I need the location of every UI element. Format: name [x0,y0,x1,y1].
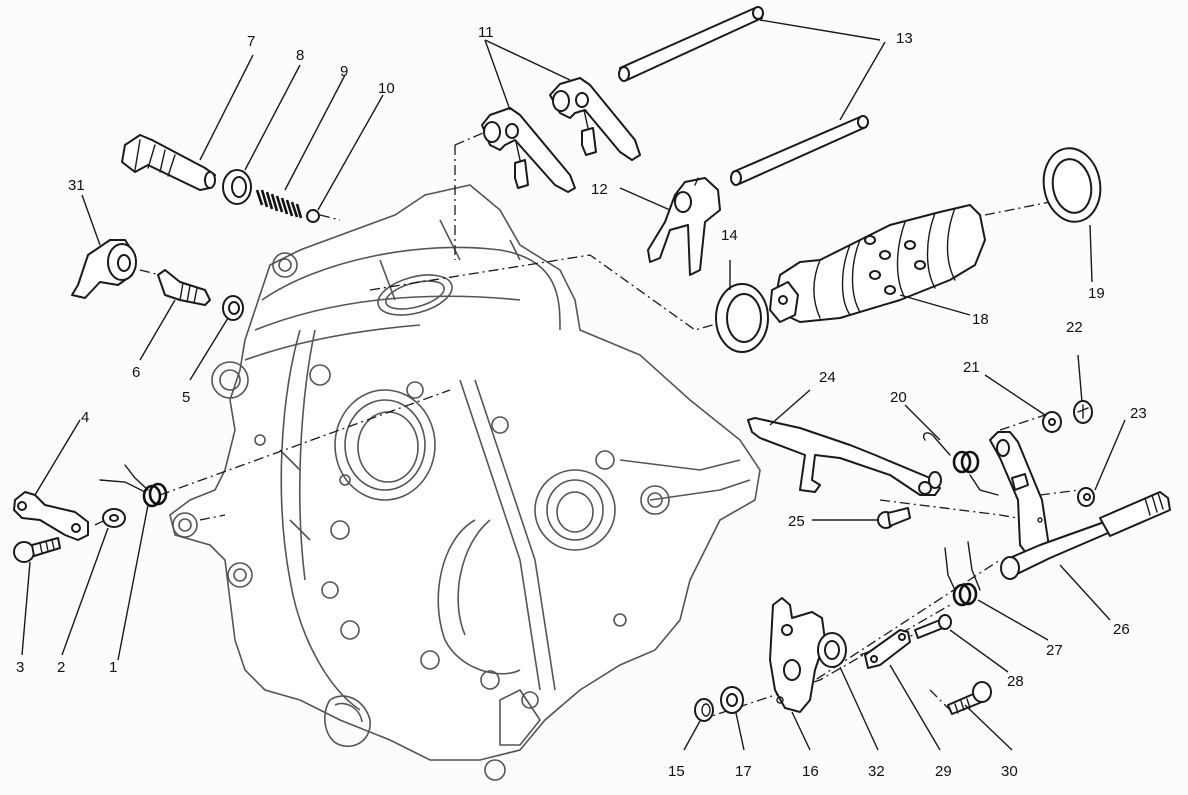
part-7-bolt [121,134,216,191]
part-32-washer [817,632,847,668]
callout-32: 32 [868,763,885,780]
callout-29: 29 [935,763,952,780]
callout-21: 21 [963,359,980,376]
part-29-link [864,629,911,669]
callout-30: 30 [1001,763,1018,780]
part-15-circlip [694,698,714,722]
part-26-shift-shaft [989,431,1171,580]
part-18-drum [769,204,986,323]
callout-3: 3 [16,659,24,676]
callout-18: 18 [972,311,989,328]
callout-11: 11 [478,24,494,41]
callout-26: 26 [1113,621,1130,638]
part-2-washer [102,508,126,528]
part-14-washer [715,283,769,353]
callout-19: 19 [1088,285,1105,302]
part-6-plunger [157,269,211,306]
callout-12: 12 [591,181,608,198]
part-23-nut [1077,487,1095,507]
callout-1: 1 [109,659,117,676]
callout-6: 6 [132,364,140,381]
part-12-fork [647,177,721,276]
part-22-circlip [1073,400,1093,424]
part-9-spring [255,189,303,219]
crankcase-half [169,184,761,781]
part-30-screw [947,681,992,715]
callout-13: 13 [896,30,913,47]
callout-16: 16 [802,763,819,780]
callout-28: 28 [1007,673,1024,690]
part-16-plate [769,597,826,713]
part-10-ball [306,209,320,223]
callout-4: 4 [81,409,89,426]
callout-25: 25 [788,513,805,530]
callout-15: 15 [668,763,685,780]
callout-27: 27 [1046,642,1063,659]
callout-23: 23 [1130,405,1147,422]
part-8-washer [222,169,252,205]
part-25-screw [877,507,911,529]
part-4-plate [13,491,89,541]
part-5-washer [222,295,244,321]
part-11-fork-b [549,77,641,161]
callout-10: 10 [378,80,395,97]
part-21-washer [1042,411,1062,433]
callout-8: 8 [296,47,304,64]
callout-7: 7 [247,33,255,50]
part-24-ratchet-arm [747,417,942,496]
callout-9: 9 [340,63,348,80]
callout-5: 5 [182,389,190,406]
part-20-spring [923,432,999,496]
part-11-fork-a [481,107,576,193]
callout-17: 17 [735,763,752,780]
leader-lines [21,19,1126,751]
callout-labels: 7 8 9 10 11 13 12 14 18 19 31 6 5 4 3 2 … [16,24,1147,780]
part-19-washer [1042,147,1102,223]
callout-20: 20 [890,389,907,406]
callout-22: 22 [1066,319,1083,336]
part-13-rod-upper [618,6,764,82]
part-27-spring [944,541,981,607]
callout-14: 14 [721,227,738,244]
part-13-rod-lower [730,115,869,186]
callout-2: 2 [57,659,65,676]
part-28-screw [914,614,952,639]
part-31-cam [71,239,137,299]
callout-24: 24 [819,369,836,386]
part-3-screw [13,537,61,563]
part-17-washer [720,686,744,714]
callout-31: 31 [68,177,85,194]
part-1-spring [99,464,168,508]
